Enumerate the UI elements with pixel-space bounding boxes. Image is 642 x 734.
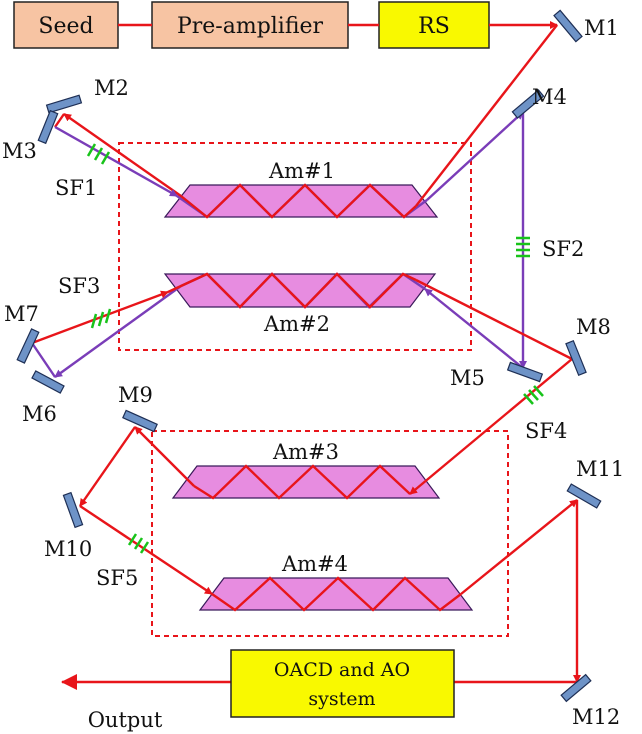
beam-am2-to-m8 [415,278,573,361]
mirror-m10 [62,491,84,529]
beam-am1-to-m4 [426,111,524,201]
beam-m9-to-m10 [79,426,136,507]
amplifier-4 [198,577,474,611]
beam-am3-to-m9 [134,426,195,487]
mirror-m2-label: M2 [94,76,129,100]
mirror-m6-label: M6 [22,402,57,426]
output-label: Output [88,708,163,732]
beam-m8-to-am3 [409,358,573,495]
spatial-filter-sf3 [90,308,112,329]
rs-label: RS [418,14,450,39]
mirror-m3-label: M3 [2,139,37,163]
filter-sf5-label: SF5 [96,566,138,590]
mirror-m8 [565,339,587,377]
mirror-m9 [122,409,158,433]
mirror-m12-label: M12 [572,705,620,729]
mirror-m11 [566,483,602,509]
spatial-filter-sf4 [523,385,544,405]
beam-am3-red-zigzag [193,464,411,500]
oacd-label-line1: OACD and AO [274,659,410,681]
rs-box [378,1,490,49]
mirror-m5-label: M5 [450,366,485,390]
beam-am2-red-zigzag [167,272,417,309]
enclosure-upper [118,142,472,351]
spatial-filter-sf2 [516,236,530,258]
beam-am1-to-m2 [63,113,182,197]
beam-m6-to-m7 [31,342,56,378]
filter-sf2-label: SF2 [542,237,584,261]
amplifier-3 [171,465,441,499]
beam-am4-red-zigzag [211,576,462,612]
filter-sf4-label: SF4 [525,419,567,443]
seed-box [13,1,119,49]
beam-m10-to-am4 [79,505,213,595]
amplifier-4-label: Am#4 [281,552,348,576]
mirror-m6 [31,370,65,394]
spatial-filter-sf5 [127,533,150,554]
filter-sf1-label: SF1 [55,176,97,200]
mirror-m4 [511,89,545,119]
filter-sf3-label: SF3 [58,274,100,298]
amplifier-2-label: Am#2 [263,312,330,336]
beam-m2-to-m3 [54,113,65,128]
mirror-m10-label: M10 [44,537,92,561]
enclosure-lower [151,430,509,637]
beam-m5-to-am2 [424,288,524,369]
amplifier-1-label: Am#1 [268,159,335,183]
oacd-ao-box [230,649,455,718]
beam-m1-to-am1 [415,24,558,207]
mirror-m2 [45,94,83,114]
mirror-m9-label: M9 [118,383,153,407]
beam-am1-red-zigzag [180,183,417,219]
mirror-m3 [37,109,59,145]
seed-label: Seed [38,14,93,39]
amplifier-3-label: Am#3 [272,440,339,464]
mirror-m1-label: M1 [584,16,619,40]
mirror-m7-label: M7 [4,302,39,326]
mirror-m1 [553,9,583,43]
beam-am2-to-m6 [54,285,182,378]
mirror-m4-label: M4 [532,85,567,109]
mirror-m12 [560,673,592,703]
preamplifier-box [151,1,349,49]
oacd-label-line2: system [308,688,375,710]
mirror-m5 [506,361,544,383]
mirror-m7 [16,328,40,364]
mirror-m11-label: M11 [576,457,624,481]
spatial-filter-sf1 [86,143,111,165]
preamplifier-label: Pre-amplifier [177,14,324,39]
mirror-m8-label: M8 [576,315,611,339]
beam-m7-to-am2 [31,290,169,345]
beam-am4-to-m11 [460,499,578,595]
beam-m3-to-am1 [54,125,178,198]
